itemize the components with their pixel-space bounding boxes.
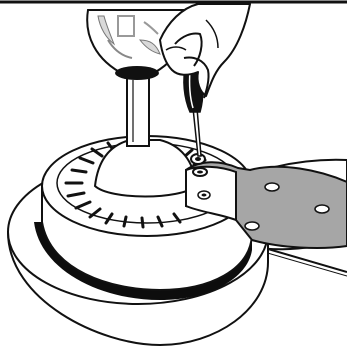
bracket-hole [315, 205, 329, 213]
downrod [127, 76, 149, 146]
bracket-hole [245, 222, 259, 230]
hand [160, 4, 250, 98]
bracket-hole [265, 183, 279, 191]
